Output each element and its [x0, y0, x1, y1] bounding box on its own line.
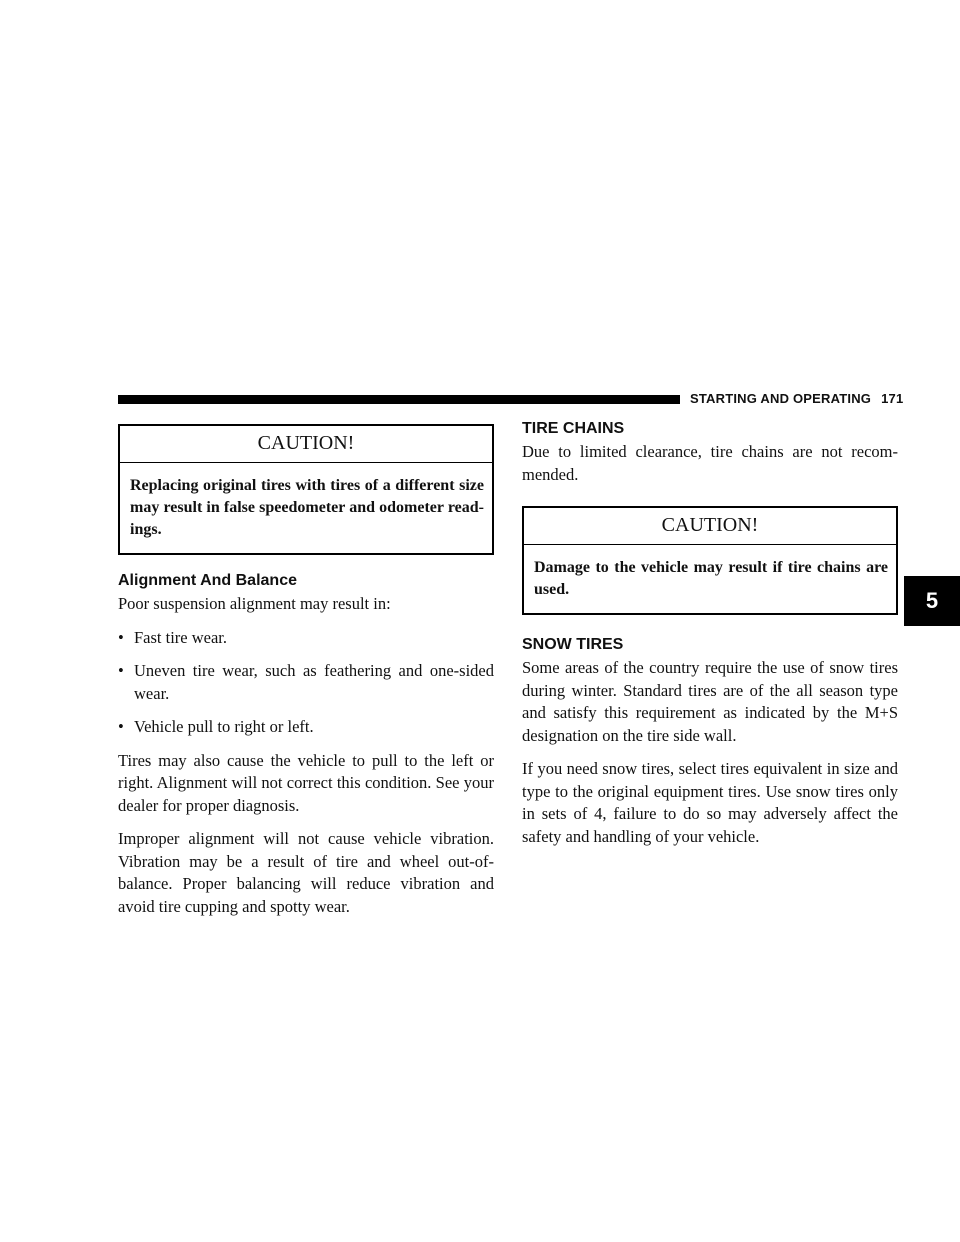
running-header: STARTING AND OPERATING 171 [690, 391, 903, 406]
chapter-tab: 5 [904, 576, 960, 626]
right-column: TIRE CHAINS Due to limited clearance, ti… [522, 419, 898, 848]
bullet-icon: • [118, 717, 124, 736]
tire-chains-text: Due to limited clearance, tire chains ar… [522, 442, 898, 484]
list-item: •Vehicle pull to right or left. [118, 716, 494, 739]
left-column: CAUTION! Replacing original tires with t… [118, 424, 494, 918]
heading-alignment-balance: Alignment And Balance [118, 572, 297, 589]
caution-text: Replacing original tires with tires of a… [130, 477, 484, 538]
alignment-intro: Poor suspension alignment may result in: [118, 594, 391, 613]
bullet-icon: • [118, 661, 124, 680]
caution-title: CAUTION! [524, 508, 896, 545]
alignment-bullet-list: •Fast tire wear. •Uneven tire wear, such… [118, 627, 494, 739]
header-rule [118, 395, 680, 404]
list-item: •Fast tire wear. [118, 627, 494, 650]
heading-snow-tires: SNOW TIRES [522, 636, 624, 653]
page-number: 171 [881, 391, 904, 406]
bullet-icon: • [118, 627, 124, 647]
caution-box-tire-size: CAUTION! Replacing original tires with t… [118, 424, 494, 555]
caution-box-tire-chains: CAUTION! Damage to the vehicle may resul… [522, 506, 898, 615]
alignment-paragraph-1: Tires may also cause the vehicle to pull… [118, 750, 494, 815]
list-item: •Uneven tire wear, such as feathering an… [118, 661, 494, 703]
heading-tire-chains: TIRE CHAINS [522, 420, 625, 437]
alignment-paragraph-2: Improper alignment will not cause vehicl… [118, 829, 494, 916]
caution-title: CAUTION! [120, 426, 492, 463]
section-title: STARTING AND OPERATING [690, 391, 872, 406]
snow-tires-paragraph-1: Some areas of the country require the us… [522, 658, 898, 745]
snow-tires-paragraph-2: If you need snow tires, select tires equ… [522, 759, 898, 846]
caution-text: Damage to the vehicle may result if tire… [534, 559, 888, 598]
